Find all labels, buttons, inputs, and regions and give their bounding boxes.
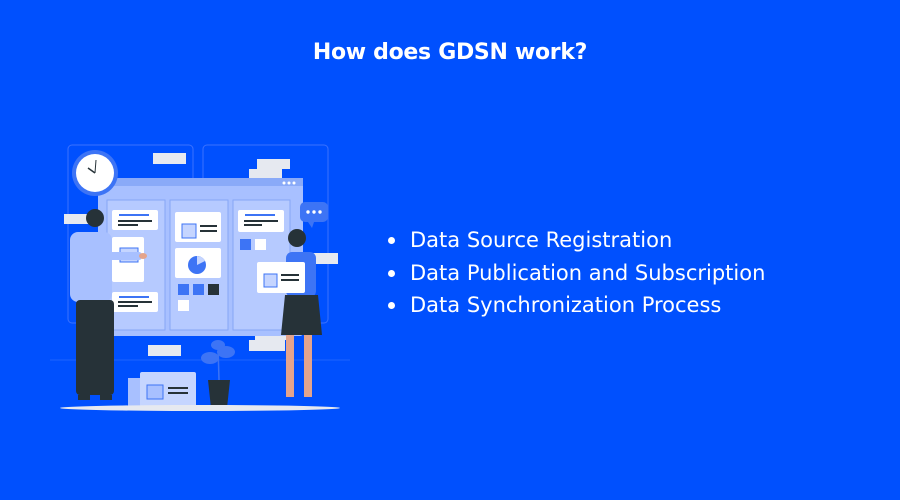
list-item-label: Data Publication and Subscription bbox=[410, 260, 766, 285]
clock-icon bbox=[72, 150, 118, 196]
list-item-label: Data Synchronization Process bbox=[410, 293, 722, 317]
list-item: Data Source Registration bbox=[388, 224, 765, 257]
team-board-illustration bbox=[50, 144, 350, 411]
woman-figure bbox=[257, 229, 322, 397]
bullet-icon bbox=[388, 269, 395, 277]
speech-bubble-icon bbox=[300, 202, 328, 228]
page-title: How does GDSN work? bbox=[312, 40, 588, 65]
man-figure bbox=[70, 209, 147, 400]
feature-list: Data Source Registration Data Publicatio… bbox=[388, 224, 765, 322]
bullet-icon bbox=[388, 237, 395, 244]
plant-icon bbox=[201, 340, 235, 408]
list-item: Data Publication and Subscription bbox=[388, 257, 765, 290]
list-item: Data Synchronization Process bbox=[388, 289, 765, 322]
bullet-icon bbox=[388, 302, 395, 309]
list-item-label: Data Source Registration bbox=[410, 228, 673, 252]
